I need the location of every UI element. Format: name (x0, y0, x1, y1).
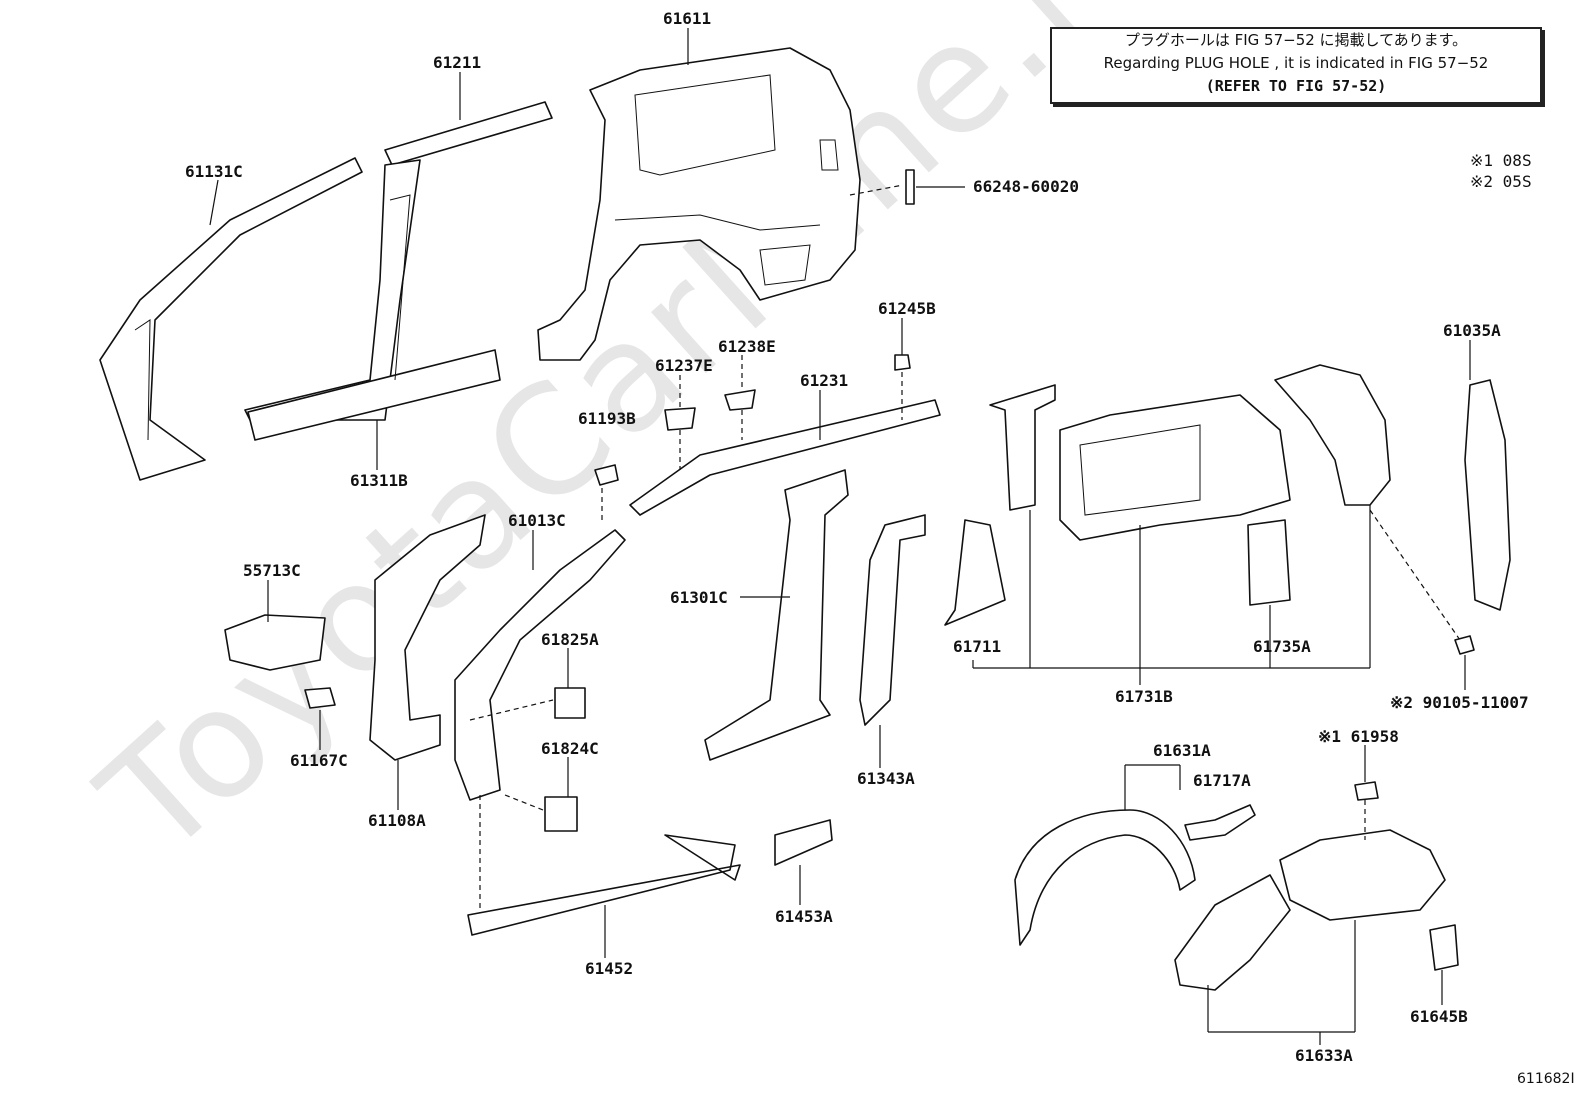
label-61013C: 61013C (508, 511, 566, 530)
label-61301C: 61301C (670, 588, 728, 607)
front-pillar-61131C (99, 157, 363, 481)
label-61211: 61211 (433, 53, 482, 72)
pad-61193B (594, 464, 619, 486)
wheelhouse-61633A-front (1174, 874, 1291, 991)
label-61711: 61711 (953, 637, 1002, 656)
label-61231: 61231 (800, 371, 849, 390)
bracket-55713C (224, 614, 326, 671)
pillar-inner-61013C (454, 529, 626, 801)
legend-item-2: ※2 05S (1470, 172, 1532, 191)
wheel-arch-61631A (1014, 809, 1196, 946)
part-61245B (894, 354, 911, 371)
upright-61731B (989, 384, 1056, 511)
reference-note: プラグホールは FIG 57−52 に掲載してあります。 Regarding P… (1050, 27, 1542, 104)
label-61731B: 61731B (1115, 687, 1173, 706)
panel-61731B (1059, 394, 1291, 541)
label-61735A: 61735A (1253, 637, 1311, 656)
note-line-english: Regarding PLUG HOLE , it is indicated in… (1103, 54, 1489, 72)
label-61167C: 61167C (290, 751, 348, 770)
legend-item-1: ※1 08S (1470, 151, 1532, 170)
label-61237E: 61237E (655, 356, 713, 375)
block-61825A (554, 687, 586, 719)
label-61631A: 61631A (1153, 741, 1211, 760)
quarter-panel-61611 (537, 47, 861, 361)
part-61717A (1184, 804, 1256, 841)
label-61453A: 61453A (775, 907, 833, 926)
rocker-61452 (467, 834, 741, 936)
roof-rail-61211 (244, 101, 553, 441)
bracket-61237E (664, 407, 696, 431)
label-90105-11007: ※2 90105-11007 (1390, 693, 1529, 712)
figure-id: 611682I (1517, 1071, 1575, 1087)
clip-66248 (905, 169, 915, 205)
label-61633A: 61633A (1295, 1046, 1353, 1065)
note-line-japanese: プラグホールは FIG 57−52 に掲載してあります。 (1124, 31, 1468, 49)
label-61717A: 61717A (1193, 771, 1251, 790)
wheelhouse-61035A-upper (1274, 364, 1391, 506)
label-61131C: 61131C (185, 162, 243, 181)
label-61238E: 61238E (718, 337, 776, 356)
bracket-61238E (724, 389, 756, 411)
part-61167C (304, 687, 336, 709)
label-61645B: 61645B (1410, 1007, 1468, 1026)
label-61343A: 61343A (857, 769, 915, 788)
label-61245B: 61245B (878, 299, 936, 318)
pillar-61108A (369, 514, 486, 761)
label-61108A: 61108A (368, 811, 426, 830)
label-66248-60020: 66248-60020 (973, 177, 1079, 196)
label-61958: ※1 61958 (1318, 727, 1399, 746)
label-61311B: 61311B (350, 471, 408, 490)
label-55713C: 55713C (243, 561, 301, 580)
label-61193B: 61193B (578, 409, 636, 428)
label-61611: 61611 (663, 9, 712, 28)
label-61035A: 61035A (1443, 321, 1501, 340)
note-line-refer: (REFER TO FIG 57-52) (1205, 77, 1387, 95)
part-61645B (1429, 924, 1459, 971)
wheelhouse-61633A (1279, 829, 1446, 921)
block-61824C (544, 796, 578, 832)
label-61825A: 61825A (541, 630, 599, 649)
roof-side-inner-61231 (629, 399, 941, 516)
part-61453A (774, 819, 833, 866)
part-61711 (944, 519, 1006, 626)
label-61824C: 61824C (541, 739, 599, 758)
label-61452: 61452 (585, 959, 634, 978)
bolt-90105 (1454, 635, 1475, 655)
leader-lines (209, 28, 1471, 1045)
part-61735A (1247, 519, 1291, 606)
center-pillar-61301C (704, 469, 849, 761)
part-61958 (1354, 781, 1379, 801)
pillar-61343A (859, 514, 926, 726)
quarter-inner-61035A (1464, 379, 1511, 611)
